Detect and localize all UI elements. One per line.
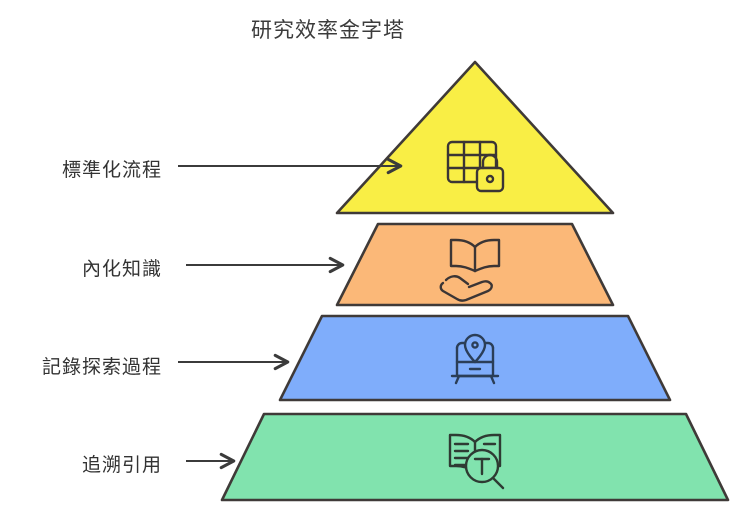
pin-cabinet-icon <box>450 333 500 385</box>
pyramid-tier-4[interactable] <box>220 412 730 502</box>
pyramid-tier-2[interactable] <box>335 222 615 307</box>
book-in-hand-icon <box>439 238 501 302</box>
tier-2-label: 內化知識 <box>81 259 162 280</box>
pyramid-tier-3[interactable] <box>278 314 672 402</box>
pyramid-tier-1[interactable] <box>335 60 615 215</box>
table-lock-icon <box>446 140 505 193</box>
tier-4-label: 追溯引用 <box>81 455 162 476</box>
book-search-icon <box>448 433 505 490</box>
page-title: 研究效率金字塔 <box>0 14 740 44</box>
page-title-text: 研究效率金字塔 <box>251 19 405 42</box>
tier-3-label: 記錄探索過程 <box>41 357 162 378</box>
tier-1-shape[interactable] <box>335 60 615 215</box>
tier-1-label: 標準化流程 <box>61 160 162 181</box>
